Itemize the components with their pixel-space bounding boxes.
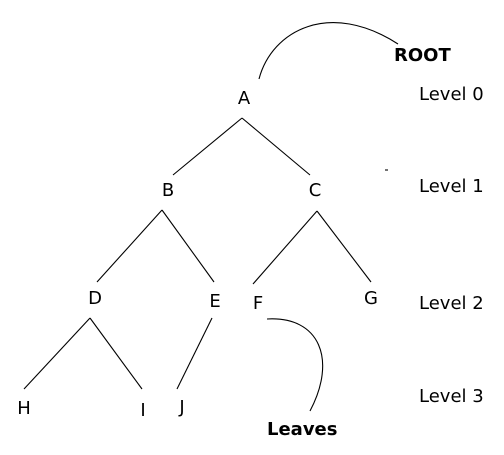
node-i: I	[140, 400, 145, 421]
node-h: H	[17, 398, 31, 419]
node-g: G	[364, 288, 378, 309]
edge-a-c	[241, 117, 311, 176]
level-label-0: Level 0	[419, 84, 484, 105]
root-callout-curve	[258, 22, 399, 80]
level-label-1: Level 1	[419, 176, 484, 197]
edge-b-e	[161, 209, 215, 283]
edge-b-d	[96, 209, 163, 283]
edge-e-j	[176, 317, 213, 390]
leaves-callout-curve	[266, 318, 324, 412]
tree-edges	[23, 117, 372, 390]
node-f: F	[253, 293, 263, 314]
leaves-callout-label: Leaves	[267, 419, 337, 440]
edge-d-i	[89, 317, 143, 390]
edge-c-g	[316, 210, 372, 283]
edge-a-b	[172, 117, 243, 176]
level-label-3: Level 3	[419, 386, 484, 407]
node-e: E	[209, 291, 220, 312]
edge-c-f	[252, 210, 318, 285]
tree-nodes: A B C D E F G H I J	[17, 88, 378, 421]
node-c: C	[309, 180, 322, 201]
node-d: D	[88, 288, 102, 309]
edge-d-h	[23, 317, 91, 390]
level-label-2: Level 2	[419, 293, 484, 314]
level-labels: Level 0 Level 1 Level 2 Level 3	[419, 84, 484, 407]
root-callout-label: ROOT	[394, 45, 451, 66]
node-b: B	[162, 180, 174, 201]
node-j: J	[178, 397, 184, 418]
node-a: A	[238, 88, 251, 109]
